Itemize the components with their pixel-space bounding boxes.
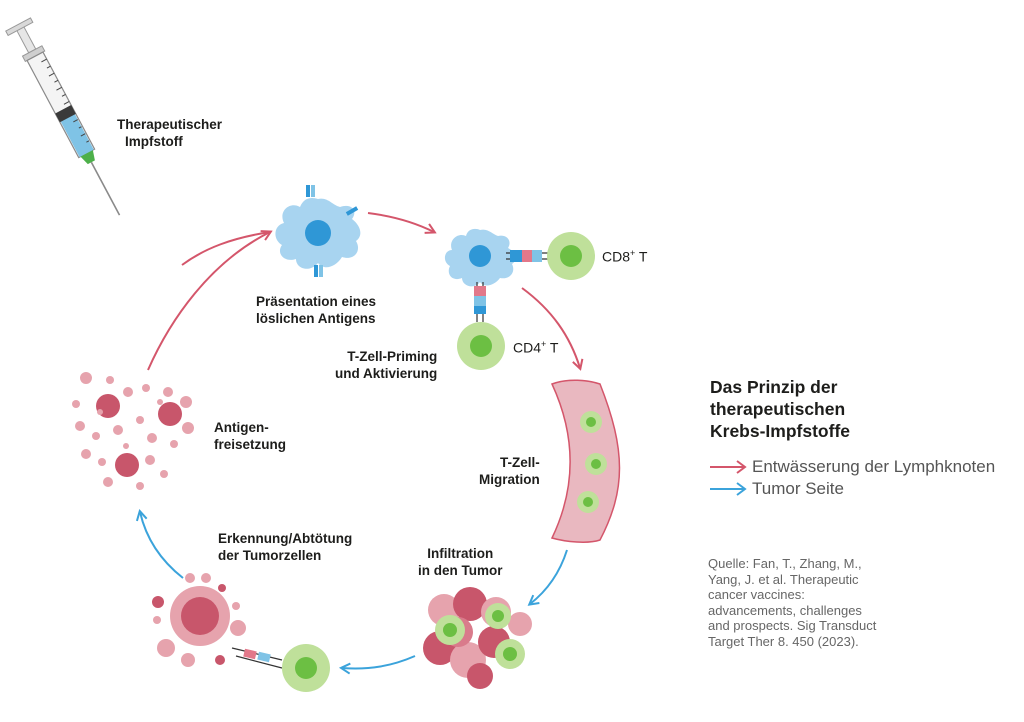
- legend-item-tumor: Tumor Seite: [708, 478, 995, 500]
- label-presentation-line1: Präsentation eines: [256, 294, 377, 309]
- legend-label-tumor: Tumor Seite: [752, 479, 844, 498]
- arrow-recognition-to-release: [140, 512, 184, 579]
- arrow-migration-to-infiltration: [530, 549, 568, 604]
- mhc-receptor-icon: [306, 185, 359, 277]
- syringe-icon: [5, 17, 121, 216]
- label-recognition-line2: der Tumorzellen: [218, 548, 322, 563]
- source-line3: cancer vaccines:: [708, 587, 805, 602]
- label-presentation-line2: löslichen Antigens: [256, 311, 376, 326]
- label-migration: T-Zell- Migration: [479, 454, 540, 488]
- label-vaccine-line2: Impfstoff: [125, 134, 183, 149]
- dendritic-cell-priming: [444, 228, 516, 287]
- title-line1: Das Prinzip der: [710, 377, 838, 397]
- cd4-t-cell: [457, 322, 505, 370]
- label-cd8: CD8+ T: [602, 248, 647, 265]
- label-vaccine-line1: Therapeutischer: [117, 117, 223, 132]
- arrow-infiltration-to-recognition: [342, 655, 416, 669]
- label-cd8-text: CD8: [602, 248, 631, 265]
- source-citation: Quelle: Fan, T., Zhang, M., Yang, J. et …: [708, 556, 876, 649]
- tcr-mhc-bridge-cd4: [474, 282, 486, 322]
- label-cd8-suffix: T: [635, 248, 648, 265]
- label-cd4-suffix: T: [546, 339, 559, 356]
- arrow-vaccine-to-presentation: [181, 231, 271, 266]
- tumor-cell-killing: [152, 573, 246, 667]
- cd8-t-cell: [547, 232, 595, 280]
- legend-label-lymph: Entwässerung der Lymphknoten: [752, 457, 996, 476]
- legend: Entwässerung der Lymphknoten Tumor Seite: [708, 456, 995, 500]
- source-line4: advancements, challenges: [708, 602, 862, 618]
- label-presentation: Präsentation eines löslichen Antigens: [256, 293, 376, 327]
- label-migration-line2: Migration: [479, 472, 540, 487]
- title-line2: therapeutischen: [710, 399, 846, 419]
- migrating-t-cell: [577, 411, 607, 513]
- arrow-release-to-presentation: [147, 232, 270, 371]
- label-cd4: CD4+ T: [513, 339, 558, 356]
- antigen-release-cloud: [72, 372, 194, 490]
- tcr-mhc-bridge-cd8: [506, 250, 548, 262]
- label-vaccine: Therapeutischer Impfstoff: [117, 116, 222, 150]
- label-migration-line1: T-Zell-: [500, 455, 540, 470]
- label-cd8-sup: +: [630, 248, 636, 258]
- legend-item-lymph: Entwässerung der Lymphknoten: [708, 456, 995, 478]
- dendritic-cell-presentation: [275, 185, 361, 277]
- label-recognition: Erkennung/Abtötung der Tumorzellen: [218, 530, 352, 564]
- label-infiltration: Infiltration in den Tumor: [418, 545, 503, 579]
- label-priming-line2: und Aktivierung: [335, 366, 438, 381]
- label-recognition-line1: Erkennung/Abtötung: [218, 531, 353, 546]
- arrow-priming-to-migration: [521, 287, 580, 368]
- diagram-title: Das Prinzip der therapeutischen Krebs-Im…: [710, 376, 850, 442]
- label-priming: T-Zell-Priming und Aktivierung: [335, 348, 437, 382]
- effector-t-cell: [282, 644, 330, 692]
- source-line6: Target Ther 8. 450 (2023).: [708, 633, 859, 649]
- tcr-mhc-bridge-killing: [231, 647, 283, 669]
- red-arrow-icon: [710, 460, 747, 474]
- label-priming-line1: T-Zell-Priming: [347, 349, 438, 364]
- blood-vessel: [550, 379, 621, 543]
- label-cd4-text: CD4: [513, 339, 542, 356]
- blue-arrow-icon: [710, 482, 747, 496]
- title-line3: Krebs-Impfstoffe: [710, 421, 851, 441]
- label-infiltration-line2: in den Tumor: [418, 563, 503, 578]
- source-line5: and prospects. Sig Transduct: [708, 618, 877, 633]
- label-cd4-sup: +: [541, 339, 547, 349]
- label-release: Antigen- freisetzung: [214, 419, 286, 453]
- label-infiltration-line1: Infiltration: [427, 546, 494, 561]
- arrow-presentation-to-priming: [367, 212, 434, 232]
- source-line1: Quelle: Fan, T., Zhang, M.,: [708, 556, 862, 571]
- label-release-line2: freisetzung: [214, 437, 287, 452]
- source-line2: Yang, J. et al. Therapeutic: [708, 571, 859, 587]
- tumor-cluster-infiltrated: [423, 587, 532, 689]
- label-release-line1: Antigen-: [214, 420, 269, 435]
